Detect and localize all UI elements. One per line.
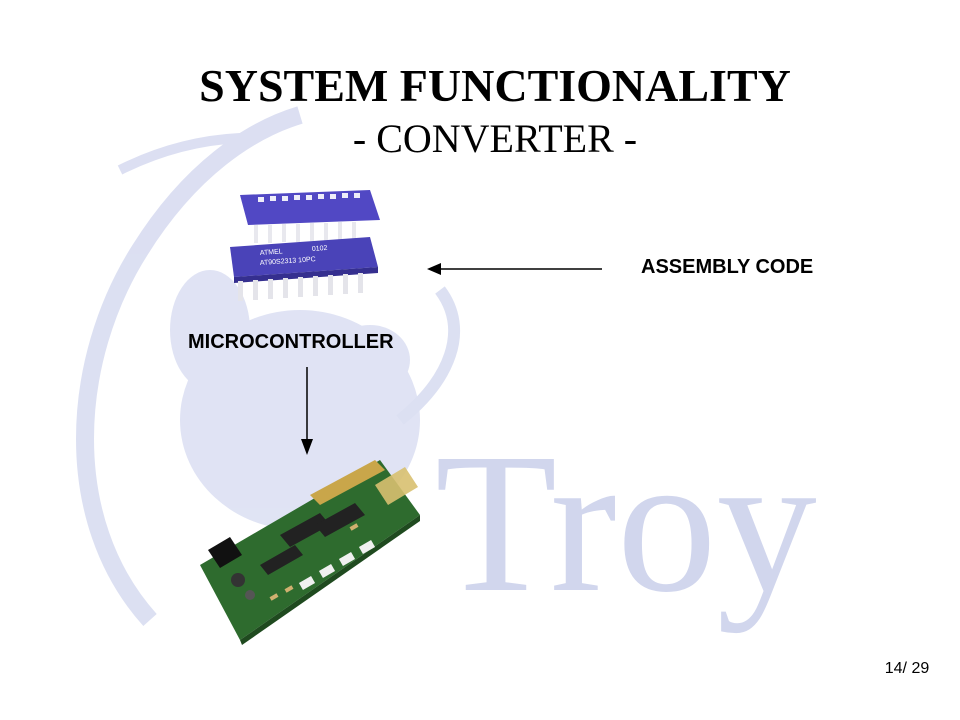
chip-brand-marking: ATMEL [260,248,283,257]
chip-part-marking: AT90S2313 10PC [260,256,316,267]
slide-subtitle: - CONVERTER - [352,116,638,161]
slide-title: SYSTEM FUNCTIONALITY [199,60,791,111]
chip-code-marking: 0102 [312,245,328,253]
atmel-chip: ATMEL 0102 AT90S2313 10PC [230,237,378,301]
left-arrow-icon [427,263,602,275]
development-board-image [200,460,420,645]
down-arrow-icon [301,367,313,455]
page-number: 14/ 29 [872,660,942,678]
assembly-code-label: ASSEMBLY CODE [641,256,814,278]
socket-chip [240,190,380,243]
page-current: 14 [884,660,903,677]
page-total: 29 [911,660,930,677]
page-separator: / [902,660,907,677]
microcontroller-label: MICROCONTROLLER [188,331,394,353]
microcontroller-chip-image: ATMEL 0102 AT90S2313 10PC [230,190,380,301]
watermark-text: Troy [435,413,817,634]
